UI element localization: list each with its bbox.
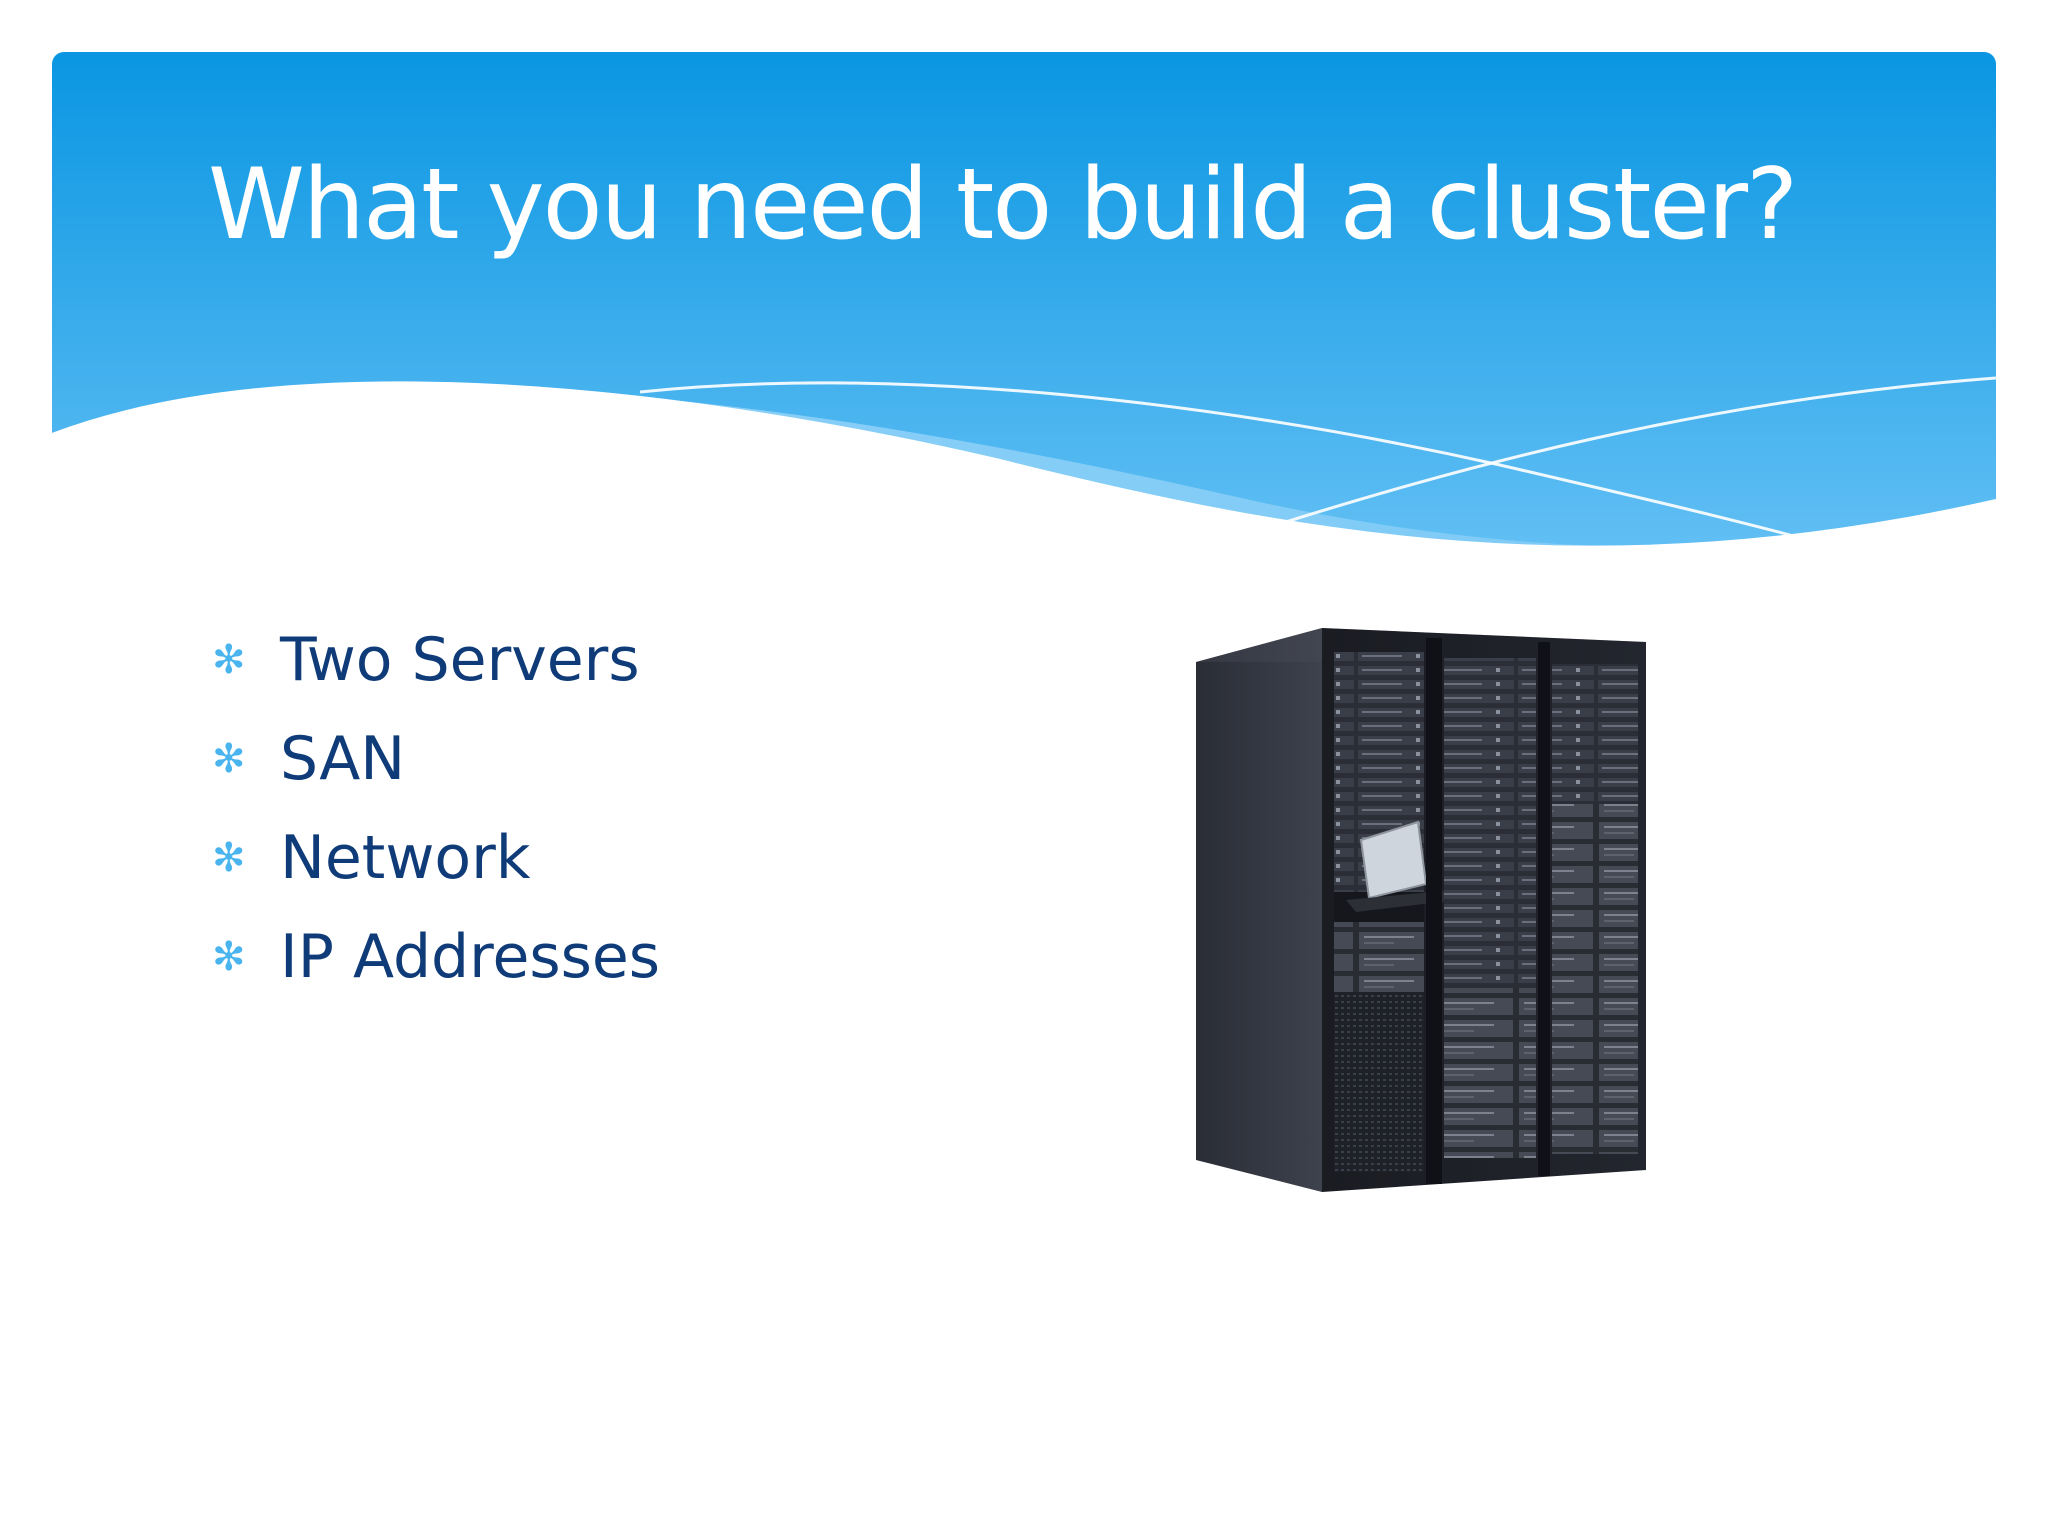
slide-title: What you need to build a cluster? — [208, 148, 1798, 262]
server-rack-image — [1196, 628, 1646, 1192]
list-item: ✻ SAN — [212, 709, 660, 808]
bullet-text: IP Addresses — [280, 921, 661, 992]
asterisk-bullet-icon: ✻ — [212, 636, 246, 683]
bullet-text: Two Servers — [280, 624, 640, 695]
asterisk-bullet-icon: ✻ — [212, 735, 246, 782]
list-item: ✻ Two Servers — [212, 610, 660, 709]
list-item: ✻ IP Addresses — [212, 907, 660, 1006]
asterisk-bullet-icon: ✻ — [212, 834, 246, 881]
bullet-list: ✻ Two Servers ✻ SAN ✻ Network ✻ IP Addre… — [212, 610, 660, 1006]
bullet-text: Network — [280, 822, 531, 893]
list-item: ✻ Network — [212, 808, 660, 907]
header-wave-background — [52, 52, 1996, 600]
bullet-text: SAN — [280, 723, 406, 794]
asterisk-bullet-icon: ✻ — [212, 933, 246, 980]
